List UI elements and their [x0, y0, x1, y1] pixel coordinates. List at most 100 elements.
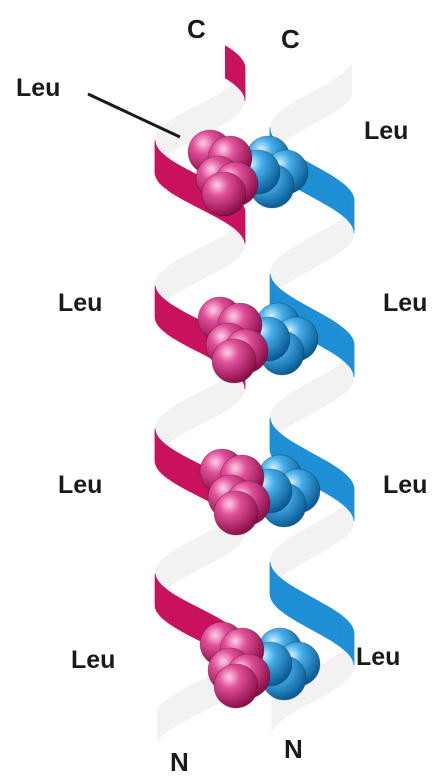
- right-helix-front-segment: [339, 325, 342, 360]
- left-helix-back-segment: [180, 689, 185, 724]
- right-helix-front-segment: [342, 616, 345, 650]
- right-helix-back-segment: [302, 240, 306, 274]
- left-helix-back-segment: [205, 676, 210, 711]
- leu-label-left-1: Leu: [58, 289, 102, 317]
- right-helix-back-segment: [333, 511, 337, 546]
- left-helix-back-segment: [200, 678, 205, 713]
- right-helix-back-segment: [344, 648, 347, 683]
- left-helix-back-segment: [210, 385, 215, 420]
- left-helix-back-segment: [185, 110, 190, 145]
- right-helix-back-segment: [286, 106, 290, 141]
- right-helix-front-segment: [340, 181, 343, 216]
- right-helix-back-segment: [298, 242, 302, 276]
- right-helix-back-segment: [325, 372, 329, 407]
- left-helix-back-segment: [214, 383, 219, 418]
- left-helix-front-segment: [176, 163, 180, 198]
- left-helix-back-segment: [166, 554, 170, 589]
- right-helix-front-segment: [339, 469, 342, 504]
- leucine-sphere-pink: [202, 172, 246, 216]
- right-helix-back-segment: [302, 96, 306, 130]
- right-helix-back-segment: [311, 379, 315, 413]
- left-helix-front-segment: [168, 158, 172, 193]
- left-helix-front-segment: [194, 462, 199, 497]
- left-helix-front-segment: [180, 454, 185, 489]
- right-helix-back-segment: [290, 391, 294, 425]
- right-helix-back-segment: [340, 506, 343, 540]
- right-helix-back-segment: [293, 101, 297, 136]
- left-helix-back-segment: [197, 536, 202, 571]
- right-helix-back-segment: [277, 257, 280, 292]
- right-helix-front-segment: [323, 604, 327, 638]
- right-helix-back-segment: [320, 230, 324, 264]
- left-helix-back-segment: [170, 263, 174, 298]
- left-helix-front-segment: [236, 54, 239, 88]
- left-helix-back-segment: [163, 268, 166, 303]
- right-helix-back-segment: [315, 233, 319, 268]
- right-helix-back-segment: [330, 658, 334, 692]
- left-helix-back-segment: [163, 556, 166, 591]
- right-helix-front-segment: [332, 320, 336, 355]
- right-helix-back-segment: [337, 364, 341, 398]
- left-helix-back-segment: [207, 531, 212, 566]
- left-helix-front-segment: [168, 446, 172, 481]
- right-helix-back-segment: [280, 399, 283, 433]
- right-helix-back-segment: [333, 367, 337, 402]
- left-helix-back-segment: [233, 227, 236, 262]
- left-helix-back-segment: [214, 95, 219, 130]
- left-helix-back-segment: [178, 258, 183, 293]
- left-helix-front-segment: [162, 153, 165, 188]
- left-helix-front-segment: [192, 605, 197, 640]
- right-helix-back-segment: [290, 103, 294, 137]
- right-helix-back-segment: [307, 382, 312, 416]
- right-helix-back-segment: [311, 235, 315, 269]
- left-helix-back-segment: [219, 380, 223, 415]
- right-helix-back-segment: [280, 255, 283, 289]
- right-helix-back-segment: [303, 384, 307, 419]
- left-helix-back-segment: [174, 548, 178, 583]
- right-helix-back-segment: [298, 386, 302, 420]
- right-helix-front-segment: [343, 328, 346, 362]
- right-helix-back-segment: [307, 526, 312, 560]
- right-helix-back-segment: [272, 697, 274, 731]
- right-helix-back-segment: [283, 252, 286, 286]
- right-helix-back-segment: [328, 81, 332, 115]
- right-helix-back-segment: [283, 108, 286, 142]
- left-helix-front-segment: [163, 587, 166, 622]
- right-helix-front-segment: [331, 609, 335, 644]
- leu-callout-line: [88, 94, 180, 137]
- right-helix-back-segment: [316, 521, 320, 556]
- left-helix-back-segment: [170, 551, 174, 586]
- left-helix-back-segment: [180, 112, 185, 147]
- left-helix-back-segment: [180, 400, 185, 435]
- left-helix-back-segment: [217, 237, 222, 272]
- right-helix-back-segment: [277, 401, 280, 436]
- right-helix-back-segment: [280, 543, 283, 577]
- leucine-sphere-pink: [212, 339, 256, 383]
- right-helix-back-segment: [333, 655, 337, 690]
- right-helix-front-segment: [328, 174, 332, 208]
- left-helix-back-segment: [158, 707, 160, 742]
- right-helix-back-segment: [328, 225, 332, 259]
- right-helix-back-segment: [332, 223, 336, 257]
- right-helix-back-segment: [283, 396, 286, 430]
- right-helix-back-segment: [311, 91, 315, 125]
- left-helix-back-segment: [197, 247, 202, 282]
- left-helix-front-segment: [180, 166, 185, 201]
- right-helix-front-segment: [289, 584, 293, 619]
- right-helix-back-segment: [295, 533, 299, 568]
- right-helix-back-segment: [340, 218, 343, 252]
- right-helix-back-segment: [341, 650, 344, 684]
- left-helix-front-segment: [174, 306, 178, 341]
- right-helix-front-segment: [323, 460, 327, 494]
- leucine-sphere-pink: [214, 491, 258, 535]
- left-helix-back-segment: [172, 694, 176, 729]
- left-helix-back-segment: [217, 525, 222, 560]
- right-helix-front-segment: [282, 579, 285, 614]
- left-helix-back-segment: [200, 390, 205, 425]
- right-helix-front-segment: [332, 465, 336, 500]
- terminus-c-right: C: [281, 24, 300, 54]
- left-helix-back-segment: [165, 699, 168, 734]
- right-helix-back-segment: [283, 540, 286, 574]
- left-helix-back-segment: [168, 696, 172, 731]
